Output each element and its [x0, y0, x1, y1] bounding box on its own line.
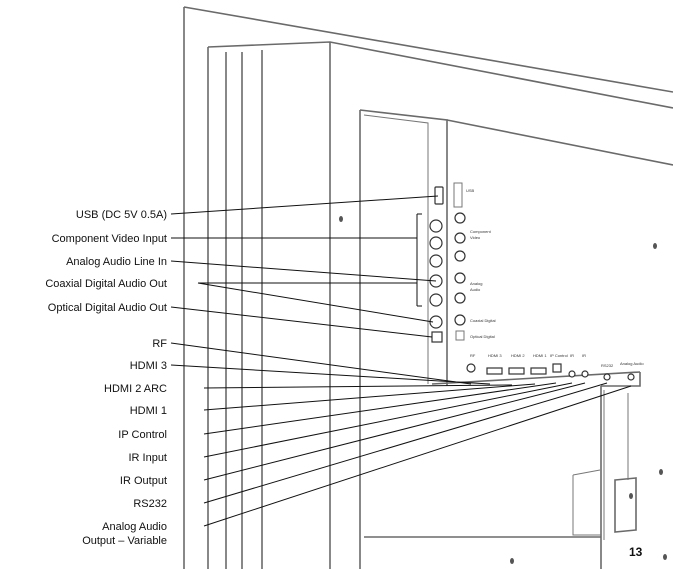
analog-out-panel-label: Analog Audio [620, 361, 644, 366]
leader-analog-out [203, 385, 632, 527]
label-component-video: Component Video Input [52, 233, 167, 245]
analog-in-ring-1 [454, 272, 466, 284]
label-rf: RF [152, 338, 167, 350]
component-panel-label-2: Video [470, 235, 481, 240]
leader-ir-output [203, 382, 586, 481]
ip-port [552, 363, 562, 373]
label-ir-output: IR Output [120, 475, 167, 487]
label-ip-control: IP Control [118, 429, 167, 441]
component-jack-2 [429, 236, 443, 250]
component-panel-label-1: Component [470, 229, 492, 234]
label-rs232: RS232 [133, 498, 167, 510]
component-jack-3 [429, 254, 443, 268]
leader-usb [170, 195, 439, 215]
coaxial-ring [454, 314, 466, 326]
label-hdmi3: HDMI 3 [130, 360, 167, 372]
leader-rf [170, 342, 472, 385]
analog-in-ring-2 [454, 292, 466, 304]
analog-in-jack-2 [429, 293, 443, 307]
optical-port-outline [455, 330, 465, 341]
label-optical: Optical Digital Audio Out [48, 302, 167, 314]
tv-body-outline [183, 6, 673, 569]
usb-port [434, 186, 444, 205]
hdmi2-port [508, 367, 525, 375]
label-coaxial: Coaxial Digital Audio Out [45, 278, 167, 290]
optical-port [431, 331, 443, 343]
leader-coaxial-2 [197, 282, 434, 323]
ir-out-port [581, 370, 589, 378]
page-number: 13 [629, 545, 643, 559]
label-ir-input: IR Input [128, 452, 167, 464]
leader-rs232 [203, 382, 608, 504]
component-ring-2 [454, 232, 466, 244]
callout-labels: USB (DC 5V 0.5A) Component Video Input A… [45, 209, 167, 547]
label-analog-out-line1: Analog Audio [102, 521, 167, 533]
rs232-panel-label: RS232 [601, 363, 614, 368]
hdmi3-panel-label: HDMI 3 [488, 353, 502, 358]
ir-in-port [568, 370, 576, 378]
label-analog-out-line2: Output – Variable [82, 535, 167, 547]
bottom-connector-panel: RF HDMI 3 HDMI 2 HDMI 1 IP Control IR IR… [466, 353, 644, 381]
ir-out-panel-label: IR [582, 353, 586, 358]
leader-analog-audio-in [170, 260, 437, 282]
ir-in-panel-label: IR [570, 353, 574, 358]
rs232-port [603, 373, 611, 381]
leader-ip-control [203, 382, 557, 435]
label-hdmi1: HDMI 1 [130, 405, 167, 417]
label-usb: USB (DC 5V 0.5A) [76, 209, 167, 221]
leader-ir-input [203, 382, 573, 458]
side-bracket [416, 213, 422, 307]
hdmi1-panel-label: HDMI 1 [533, 353, 547, 358]
usb-port-outline [453, 182, 463, 208]
label-analog-audio-in: Analog Audio Line In [66, 256, 167, 268]
analog-out-port [627, 373, 635, 381]
component-ring-3 [454, 250, 466, 262]
leader-hdmi1 [203, 383, 536, 411]
leader-hdmi3 [170, 364, 491, 385]
leader-optical [170, 306, 433, 338]
leader-lines [170, 195, 632, 527]
optical-panel-label: Optical Digital [470, 334, 495, 339]
hdmi1-port [530, 367, 547, 375]
coaxial-panel-label: Coaxial Digital [470, 318, 496, 323]
component-jack-1 [429, 219, 443, 233]
rf-port [466, 363, 476, 373]
leader-hdmi2 [203, 384, 513, 389]
hdmi3-port [486, 367, 503, 375]
label-hdmi2: HDMI 2 ARC [104, 383, 167, 395]
rf-panel-label: RF [470, 353, 476, 358]
component-ring-1 [454, 212, 466, 224]
analog-panel-label-2: Audio [470, 287, 481, 292]
side-connector-panel: USB Component Video Analog Audio Coaxial… [416, 182, 496, 343]
usb-panel-label: USB [466, 188, 475, 193]
hdmi2-panel-label: HDMI 2 [511, 353, 525, 358]
screw-holes [339, 216, 667, 564]
analog-panel-label-1: Analog [470, 281, 482, 286]
ip-panel-label: IP Control [550, 353, 568, 358]
